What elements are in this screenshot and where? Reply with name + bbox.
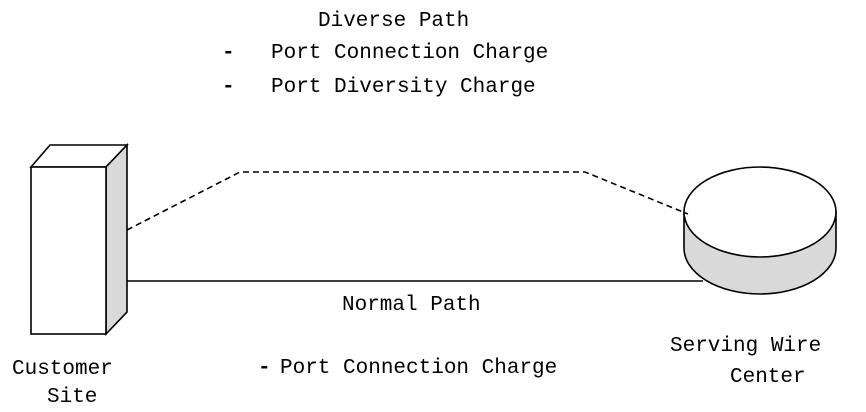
- disk-top: [683, 166, 837, 258]
- diverse-path-line: [126, 171, 689, 231]
- normal-path-title: Normal Path: [342, 294, 481, 317]
- building-front-face: [30, 166, 107, 335]
- diverse-charge-1-bullet: -: [222, 42, 235, 65]
- diverse-charge-2-bullet: -: [222, 76, 235, 99]
- customer-site-label-line2: Site: [47, 386, 98, 409]
- normal-charge-text: Port Connection Charge: [280, 357, 558, 380]
- serving-wire-center-label-line2: Center: [730, 366, 806, 389]
- diverse-charge-2-text: Port Diversity Charge: [271, 76, 536, 99]
- normal-charge-bullet: -: [258, 357, 271, 380]
- customer-site-label-line1: Customer: [12, 358, 113, 381]
- building-side-face: [105, 143, 128, 336]
- serving-wire-center-label-line1: Serving Wire: [670, 335, 822, 358]
- building-icon: [29, 143, 129, 336]
- disk-icon: [683, 166, 837, 295]
- diverse-charge-1-text: Port Connection Charge: [271, 42, 549, 65]
- diverse-path-title: Diverse Path: [318, 10, 470, 33]
